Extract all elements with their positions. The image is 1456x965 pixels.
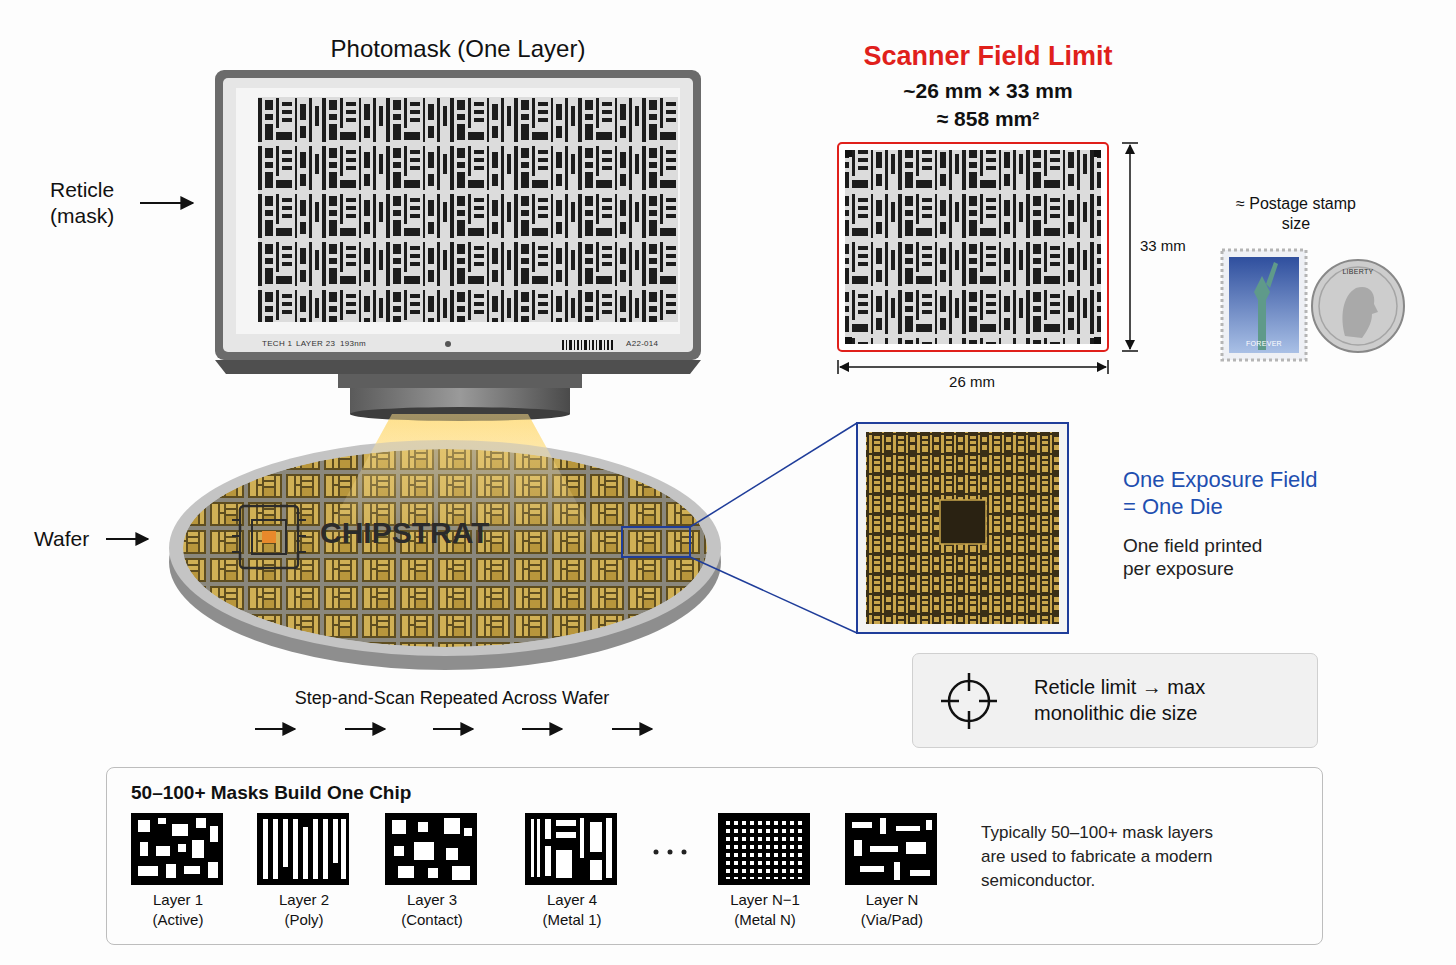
width-dimension-line [840, 366, 1106, 368]
reticle-pointer [140, 202, 193, 204]
layer-tile: Layer 2 (Poly) [258, 814, 350, 930]
reticle-limit-box: Reticle limit → max monolithic die size [912, 653, 1318, 748]
exposure-field-note: One field printed per exposure [1123, 534, 1295, 580]
field-area: ≈ 858 mm² [828, 106, 1148, 132]
wafer-label: Wafer [34, 526, 114, 552]
figure-heading: Photomask (One Layer) [268, 34, 648, 63]
box-text: Reticle limit → max monolithic die size [1034, 674, 1266, 726]
layer-caption: Layer 1 (Active) [132, 890, 224, 930]
mask-id-text: A22-014 [626, 340, 676, 349]
mask-frame [215, 70, 701, 360]
watermark-icon [232, 506, 306, 568]
mask-pattern [258, 97, 678, 322]
panel-heading: 50–100+ Masks Build One Chip [131, 782, 551, 804]
field-dimensions: ~26 mm × 33 mm [828, 78, 1148, 104]
layer-tile: Layer N−1 (Metal N) [719, 814, 811, 930]
layer-caption: Layer 4 (Metal 1) [526, 890, 618, 930]
layer-tile: Layer 3 (Contact) [386, 814, 478, 930]
zoom-box [857, 423, 1068, 633]
layer-caption: Layer N−1 (Metal N) [719, 890, 811, 930]
coin [1312, 260, 1404, 352]
mask-layer-text: LAYER 23 [296, 340, 340, 349]
selected-die [622, 527, 690, 557]
exposure-field-heading: One Exposure Field = One Die [1123, 467, 1329, 521]
stamp-caption: ≈ Postage stamp size [1221, 194, 1371, 233]
stamp-text: FOREVER [1234, 340, 1294, 348]
step-scan-caption: Step-and-Scan Repeated Across Wafer [232, 688, 672, 710]
scanner-field-box [838, 143, 1108, 351]
layer-tile: Layer N (Via/Pad) [846, 814, 938, 930]
postage-stamp [1222, 250, 1306, 360]
mask-tech-text: TECH 1 [262, 340, 296, 349]
height-dimension: 33 mm [1140, 237, 1210, 255]
mask-layers-panel: 50–100+ Masks Build One ChipTypically 50… [106, 767, 1323, 945]
watermark: CHIPSTRAT [320, 515, 580, 552]
layer-tile: Layer 4 (Metal 1) [526, 814, 618, 930]
wafer-pointer [106, 538, 148, 540]
width-dimension: 26 mm [932, 373, 1012, 391]
layer-caption: Layer 2 (Poly) [258, 890, 350, 930]
scan-direction-arrows [255, 728, 652, 730]
field-limit-heading: Scanner Field Limit [798, 40, 1178, 73]
crosshair-icon [937, 669, 1001, 733]
layer-caption: Layer N (Via/Pad) [846, 890, 938, 930]
coin-text: LIBERTY [1333, 268, 1383, 276]
layer-tile: Layer 1 (Active) [132, 814, 224, 930]
reticle-label: Reticle (mask) [50, 177, 140, 228]
layer-tiles [131, 813, 937, 885]
die-closeup [866, 432, 1059, 624]
layer-caption: Layer 3 (Contact) [386, 890, 478, 930]
mask-wavelength-text: 193nm [340, 340, 380, 349]
height-dimension-line [1129, 145, 1131, 349]
panel-note: Typically 50–100+ mask layers are used t… [981, 821, 1231, 893]
